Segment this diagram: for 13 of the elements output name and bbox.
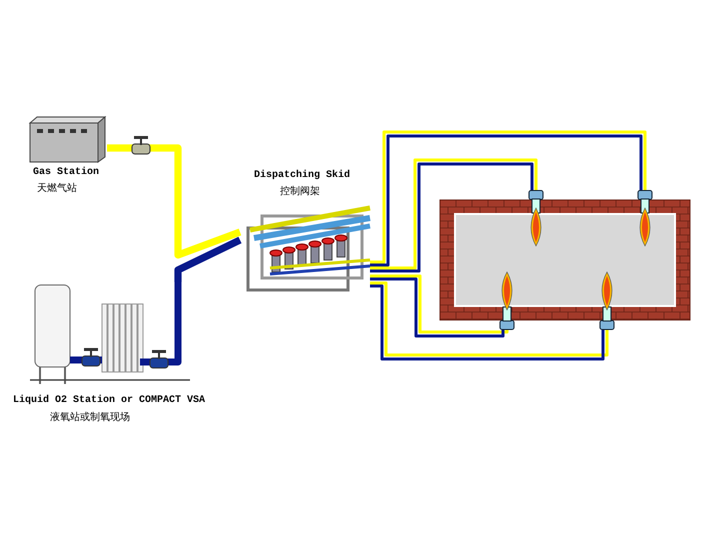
burner-drawing xyxy=(635,190,655,246)
station-label: Gas Station xyxy=(33,167,100,178)
station-label-chinese: 控制阀架 xyxy=(280,184,320,198)
brick-furnace-drawing xyxy=(440,190,690,330)
burner-drawing xyxy=(597,271,617,330)
pipe xyxy=(107,144,242,259)
station-label: Dispatching Skid xyxy=(254,170,350,181)
station-label: Liquid O2 Station or COMPACT VSA xyxy=(13,395,206,406)
pipe xyxy=(174,236,242,282)
station-label-chinese: 天燃气站 xyxy=(37,182,77,195)
burner-drawing xyxy=(497,271,517,330)
station-label-chinese: 液氧站或制氧现场 xyxy=(50,410,130,424)
burner-drawing xyxy=(526,190,546,246)
